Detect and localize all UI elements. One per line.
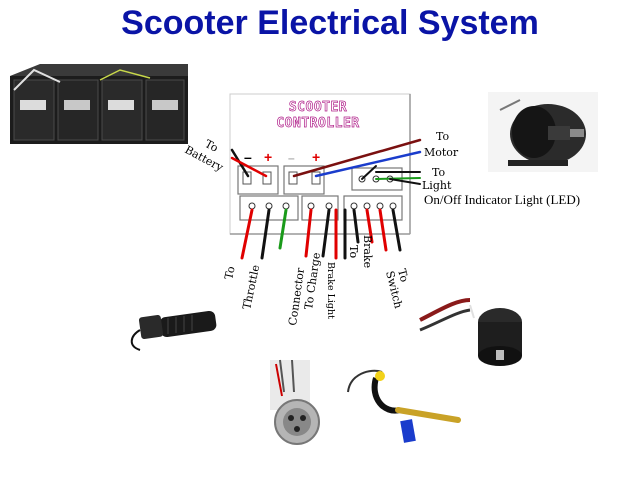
controller-title-line1: SCOOTER [289,100,347,115]
battery-positive-sign: + [264,149,272,165]
throttle-wire-red [240,208,254,260]
brake-wire-red [365,208,374,244]
battery-pack-image [10,64,188,144]
scooter-controller: SCOOTER CONTROLLER – + – + [229,93,411,235]
to-throttle-label-line2: Throttle [240,264,262,311]
charge-wire-black [321,208,331,258]
brake-wire-black [352,208,360,244]
to-brake-label-line1: To [347,245,360,258]
brake-light-label: Brake Light [325,262,336,319]
battery-positive-wire [230,156,268,178]
battery-negative-sign: – [244,149,252,165]
controller-title-line2: CONTROLLER [276,116,359,131]
to-brake-label-line2: Brake [361,235,374,268]
throttle-wire-green [278,208,288,250]
brake-lever-image [347,369,461,443]
to-light-label-line2: Light [422,179,452,192]
motor-wire-1 [292,138,422,178]
throttle-wire-black [260,208,271,260]
switch-wire-red [378,208,388,252]
light-wire-black [361,165,377,180]
charge-connector-image [270,359,320,445]
to-throttle-label-line1: To [222,265,238,281]
motor-negative-sign: – [288,151,295,165]
charge-wire-red [304,208,313,258]
motor-image [488,92,598,172]
to-motor-label-line1: To [436,130,449,143]
motor-wire-2 [314,150,422,178]
light-wire-green [375,177,421,180]
wires [230,138,422,260]
switch-wire-black [391,208,402,252]
ignition-switch-image [419,298,522,366]
diagram-title: Scooter Electrical System [121,4,539,42]
to-motor-label-line2: Motor [424,146,459,159]
throttle-grip-image [130,310,217,351]
light-wire-black-3 [389,178,421,185]
motor-positive-sign: + [312,149,320,165]
to-battery-label-line1: To [203,137,221,155]
to-light-label-line1: To [432,166,445,179]
to-switch-label-line1: To [395,268,411,284]
charge-connector [301,195,339,221]
led-indicator-label: On/Off Indicator Light (LED) [424,192,580,207]
